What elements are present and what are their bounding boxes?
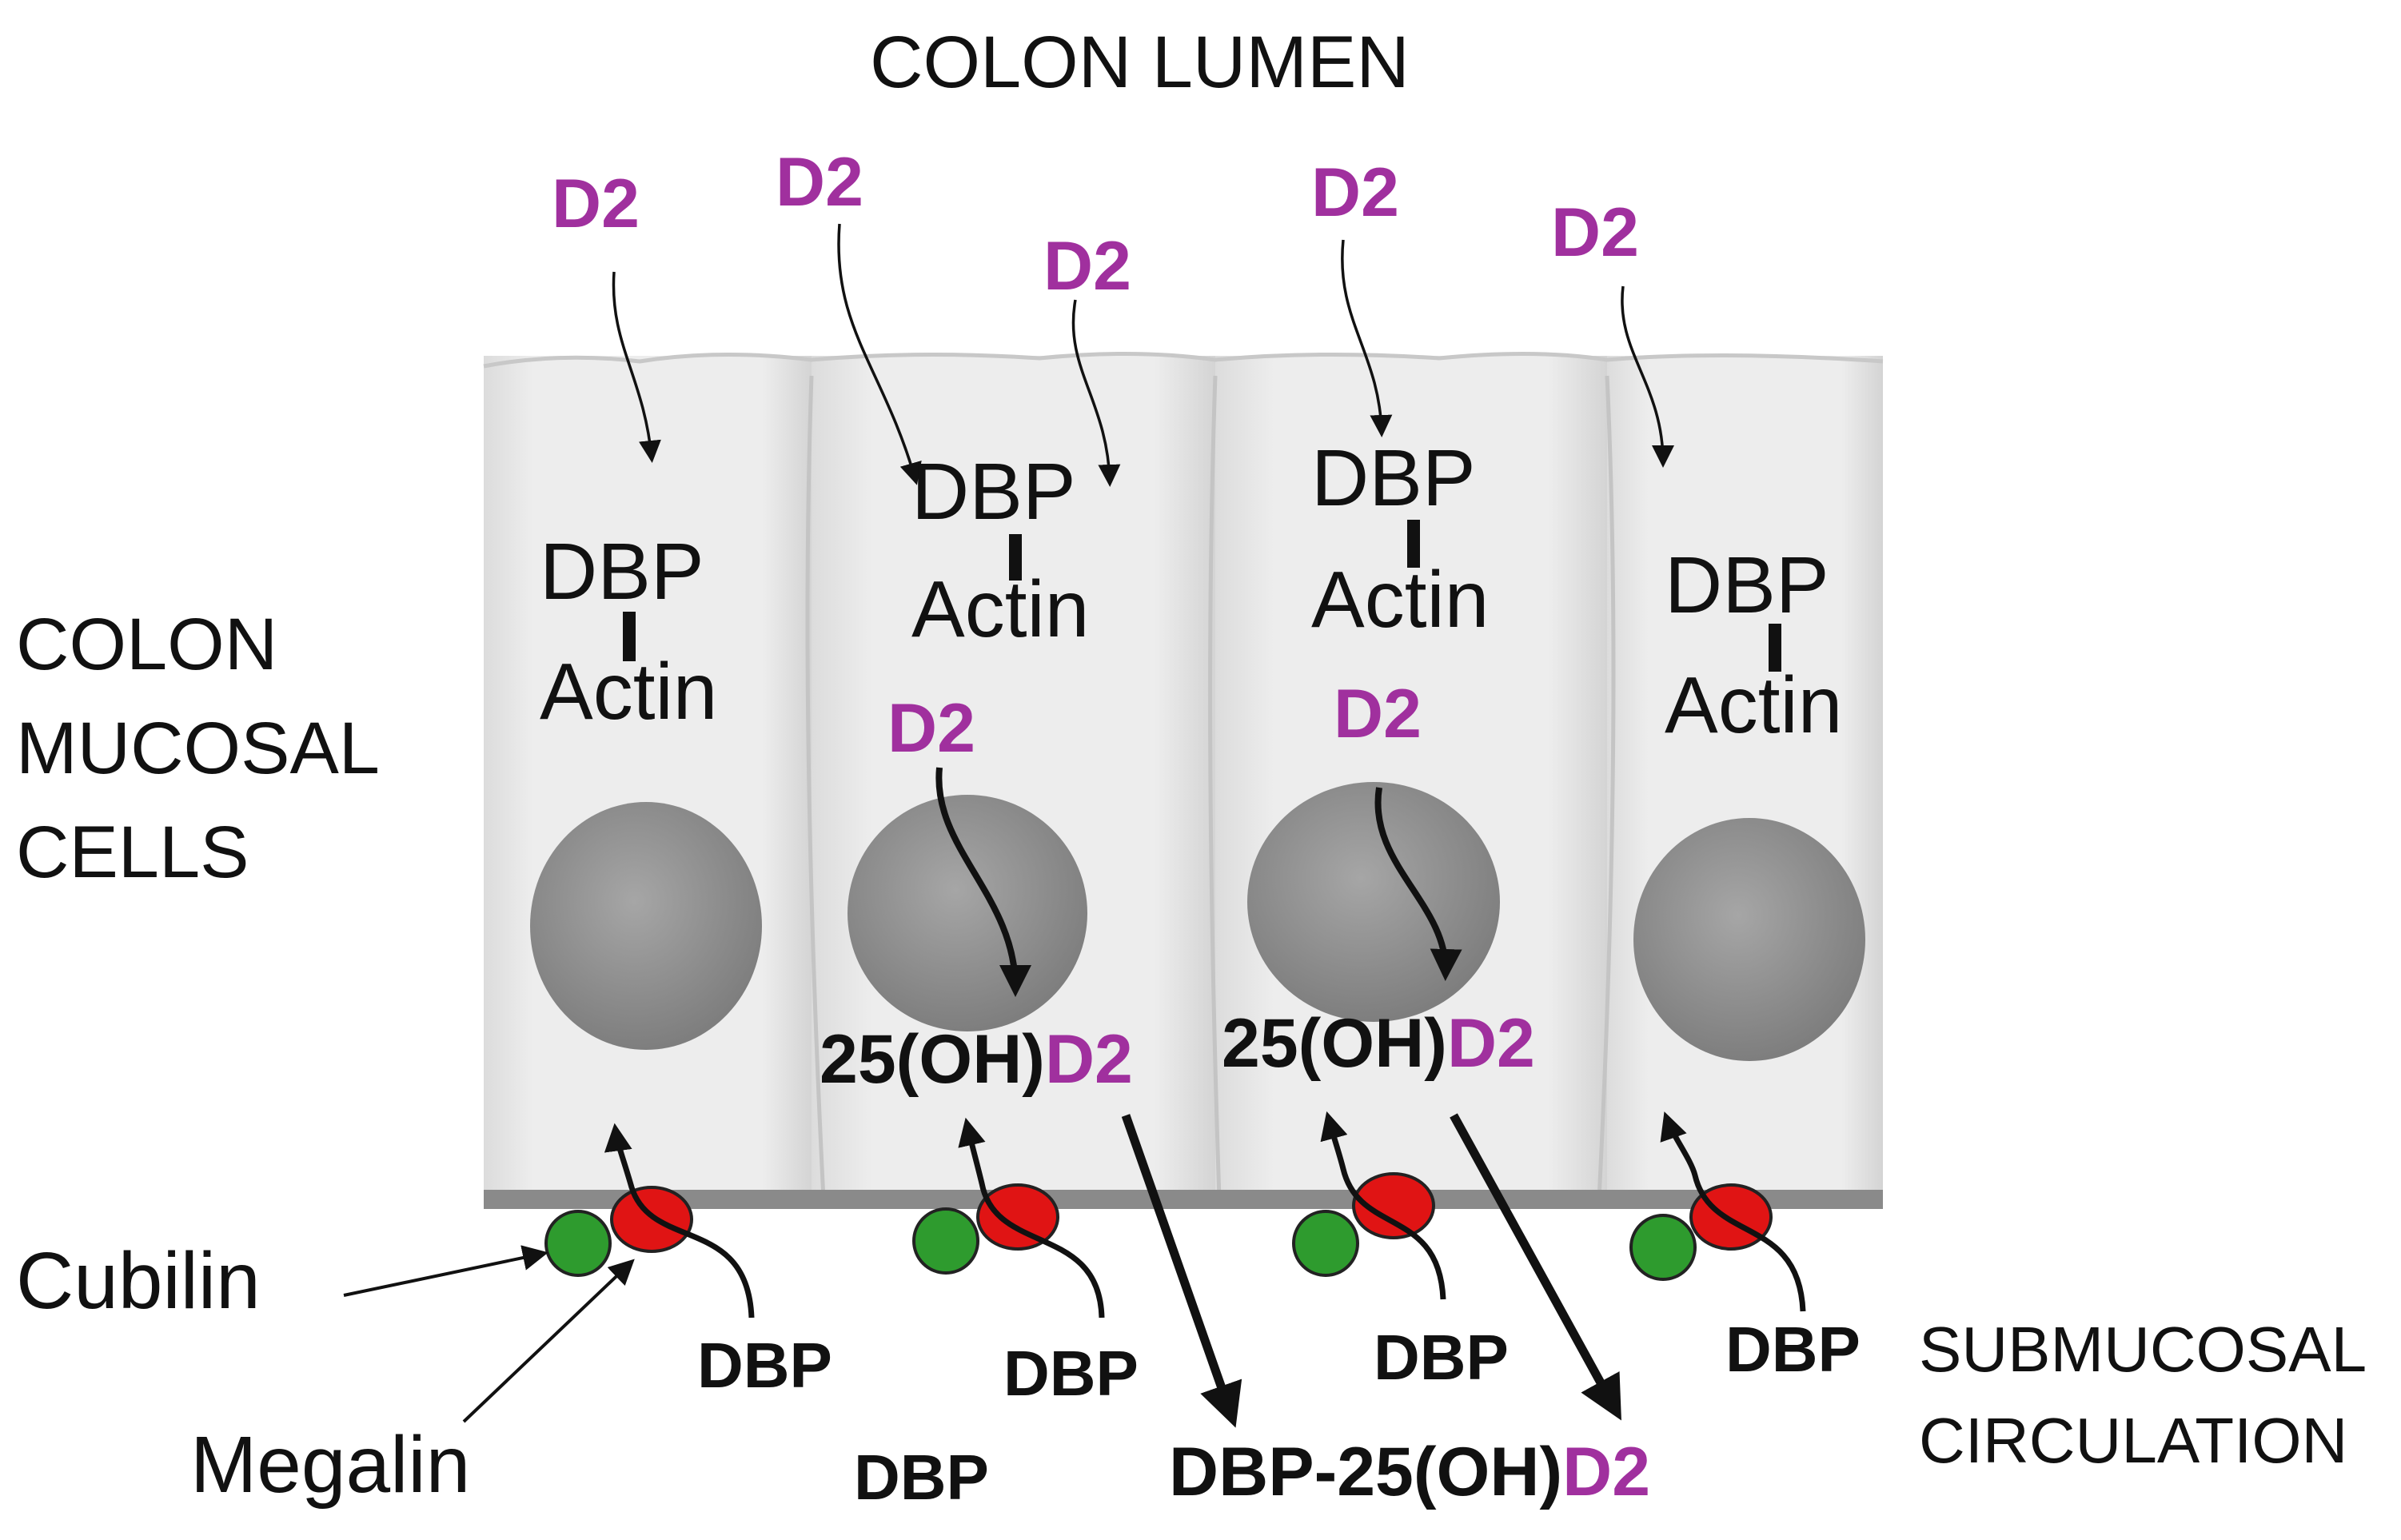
metabolite-label-1: 25(OH)D2	[820, 1025, 1133, 1094]
entry-arrow-4	[1341, 239, 1393, 437]
nucleus-1	[530, 802, 762, 1050]
cell-border-2	[1208, 375, 1222, 1200]
complex-prefix: DBP-25(OH)	[1169, 1434, 1563, 1510]
dbp-cell-3: DBP	[1311, 433, 1476, 523]
entry-arrow-1	[612, 271, 661, 463]
mucosal-label-line-2: MUCOSAL	[16, 708, 380, 789]
complex-label: DBP-25(OH)D2	[1169, 1438, 1650, 1506]
export-arrow-1	[1121, 1114, 1242, 1428]
megalin-leader	[462, 1259, 635, 1423]
complex-d2: D2	[1562, 1434, 1651, 1510]
cell-1	[484, 356, 812, 1203]
lumen-label: COLON LUMEN	[870, 22, 1410, 103]
uptake-arrow-2	[958, 1117, 1105, 1319]
conversion-arrow-1	[935, 767, 1031, 997]
link-2	[1009, 534, 1022, 580]
dbp-blood-3: DBP	[1374, 1322, 1509, 1393]
d2-intracellular-1: D2	[887, 690, 975, 767]
d2-lumen-3: D2	[1043, 228, 1131, 305]
export-arrows	[1121, 1113, 1621, 1428]
dbp-free: DBP	[854, 1442, 989, 1513]
entry-arrows	[612, 223, 1674, 487]
receptors	[544, 1172, 1773, 1281]
nucleus-2	[848, 795, 1087, 1031]
actin-cell-3: Actin	[1311, 555, 1490, 644]
uptake-arrow-3	[1320, 1111, 1446, 1300]
link-4	[1769, 624, 1781, 672]
megalin-receptor-1	[610, 1186, 693, 1253]
dbp-cell-4: DBP	[1665, 541, 1829, 630]
cubilin-receptor-3	[1292, 1210, 1359, 1277]
metabolite-d2: D2	[1446, 1005, 1535, 1082]
actin-cell-4: Actin	[1665, 660, 1843, 750]
basement-membrane	[484, 1190, 1883, 1209]
cell-3	[1215, 356, 1607, 1203]
d2-lumen-1: D2	[552, 166, 640, 242]
d2-lumen-2: D2	[776, 144, 863, 221]
cell-border-1	[805, 375, 826, 1200]
actin-links	[623, 520, 1781, 672]
d2-lumen-5: D2	[1551, 194, 1639, 271]
dbp-blood-4: DBP	[1725, 1314, 1861, 1385]
cubilin-label: Cubilin	[16, 1236, 261, 1326]
mucosal-label-line-3: CELLS	[16, 812, 249, 893]
uptake-arrow-1	[604, 1123, 755, 1319]
nucleus-3	[1247, 782, 1500, 1022]
submucosal-label-line-1: SUBMUCOSAL	[1919, 1314, 2367, 1385]
conversion-arrow-2	[1374, 787, 1462, 981]
dbp-blood-2: DBP	[1003, 1338, 1139, 1409]
uptake-arrows	[604, 1111, 1806, 1319]
d2-intracellular-2: D2	[1334, 676, 1422, 752]
d2-lumen-4: D2	[1311, 154, 1399, 231]
cell-2	[812, 356, 1215, 1203]
link-3	[1407, 520, 1420, 568]
epithelial-layer	[483, 351, 1884, 1209]
mucosal-label-line-1: COLON	[16, 604, 278, 685]
dbp-cell-2: DBP	[911, 447, 1076, 537]
cubilin-receptor-1	[544, 1210, 612, 1277]
metabolite-prefix: 25(OH)	[820, 1021, 1045, 1098]
dbp-cell-1: DBP	[540, 527, 704, 616]
label-leaders	[343, 1245, 635, 1423]
megalin-label: Megalin	[190, 1420, 471, 1510]
nuclei	[530, 782, 1865, 1061]
megalin-receptor-2	[976, 1183, 1059, 1251]
cell-border-3	[1597, 375, 1616, 1200]
cell-4	[1607, 356, 1883, 1203]
metabolite-prefix: 25(OH)	[1222, 1005, 1447, 1082]
link-1	[623, 612, 636, 661]
uptake-arrow-4	[1660, 1111, 1806, 1312]
cubilin-receptor-2	[912, 1207, 979, 1275]
nucleus-4	[1633, 818, 1865, 1061]
metabolite-d2: D2	[1044, 1021, 1133, 1098]
cubilin-receptor-4	[1629, 1214, 1697, 1281]
submucosal-label-line-2: CIRCULATION	[1919, 1405, 2348, 1476]
actin-cell-1: Actin	[540, 647, 718, 736]
cubilin-leader	[343, 1245, 548, 1297]
entry-arrow-2	[837, 223, 922, 485]
export-arrow-2	[1450, 1113, 1621, 1421]
apical-border	[483, 351, 1884, 369]
actin-cell-2: Actin	[911, 565, 1090, 654]
entry-arrow-5	[1621, 285, 1674, 468]
conversion-arrows	[935, 767, 1462, 997]
dbp-blood-1: DBP	[697, 1330, 832, 1401]
metabolite-label-2: 25(OH)D2	[1222, 1009, 1535, 1078]
megalin-receptor-3	[1352, 1172, 1435, 1239]
entry-arrow-3	[1071, 299, 1121, 487]
